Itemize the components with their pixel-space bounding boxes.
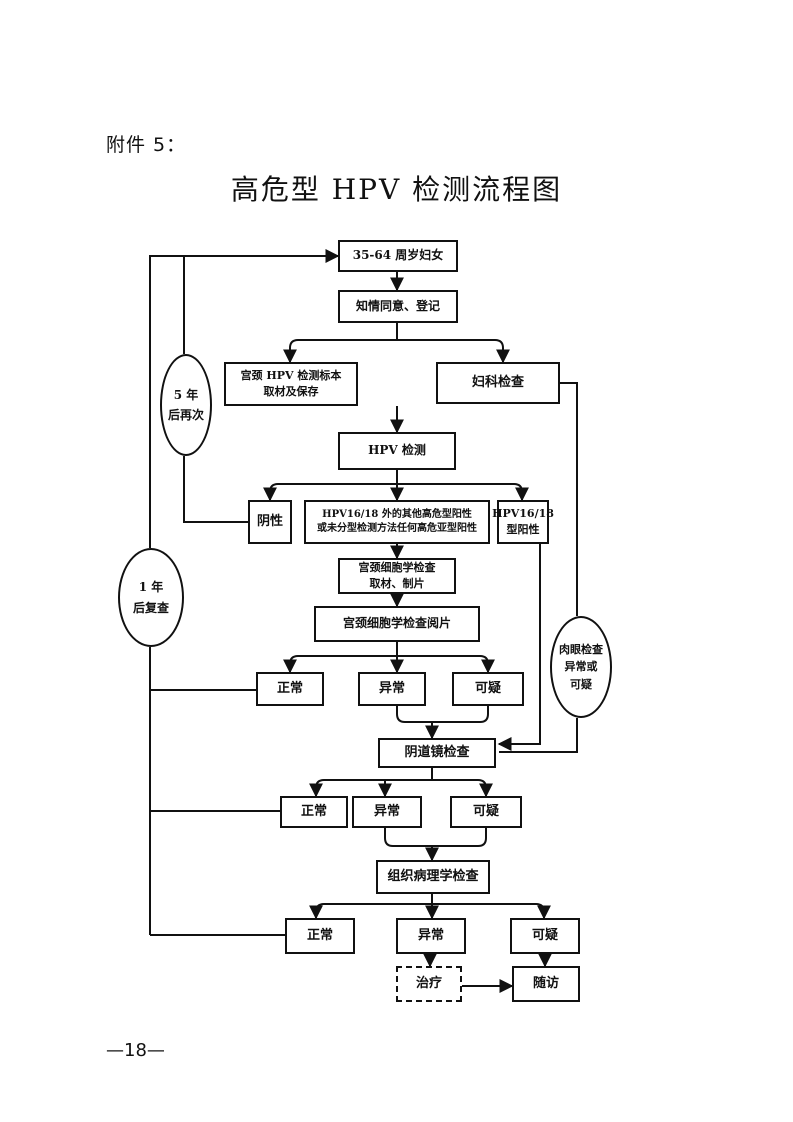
annex-label: 附件 5： [106, 134, 187, 156]
node-gyn-exam: 妇科检查 [436, 362, 560, 404]
node-treatment: 治疗 [396, 966, 462, 1002]
page-number: —18— [106, 1040, 165, 1061]
node-other-positive: HPV16/18 外的其他高危型阳性 或未分型检测方法任何高危亚型阳性 [304, 500, 490, 544]
node-colposcopy: 阴道镜检查 [378, 738, 496, 768]
node-colpo-suspicious: 可疑 [450, 796, 522, 828]
node-consent: 知情同意、登记 [338, 290, 458, 323]
node-colpo-abnormal: 异常 [352, 796, 422, 828]
node-path-suspicious: 可疑 [510, 918, 580, 954]
node-cyto-abnormal: 异常 [358, 672, 426, 706]
node-hpv1618: HPV16/18 型阳性 [492, 500, 554, 544]
ellipse-visual-abnormal: 肉眼检查 异常或 可疑 [550, 616, 612, 718]
node-pathology: 组织病理学检查 [376, 860, 490, 894]
node-hpv-test: HPV 检测 [338, 432, 456, 470]
node-cyto-read: 宫颈细胞学检查阅片 [314, 606, 480, 642]
node-path-abnormal: 异常 [396, 918, 466, 954]
ellipse-five-year: 5 年 后再次 [160, 354, 212, 456]
node-colpo-normal: 正常 [280, 796, 348, 828]
node-sample: 宫颈 HPV 检测标本 取材及保存 [224, 362, 358, 406]
node-cyto-normal: 正常 [256, 672, 324, 706]
node-cyto-suspicious: 可疑 [452, 672, 524, 706]
node-followup: 随访 [512, 966, 580, 1002]
node-women: 35-64 周岁妇女 [338, 240, 458, 272]
node-cyto-sample: 宫颈细胞学检查 取材、制片 [338, 558, 456, 594]
node-path-normal: 正常 [285, 918, 355, 954]
ellipse-one-year: 1 年 后复查 [118, 548, 184, 647]
node-negative: 阴性 [248, 500, 292, 544]
page-title: 高危型 HPV 检测流程图 [230, 173, 563, 206]
